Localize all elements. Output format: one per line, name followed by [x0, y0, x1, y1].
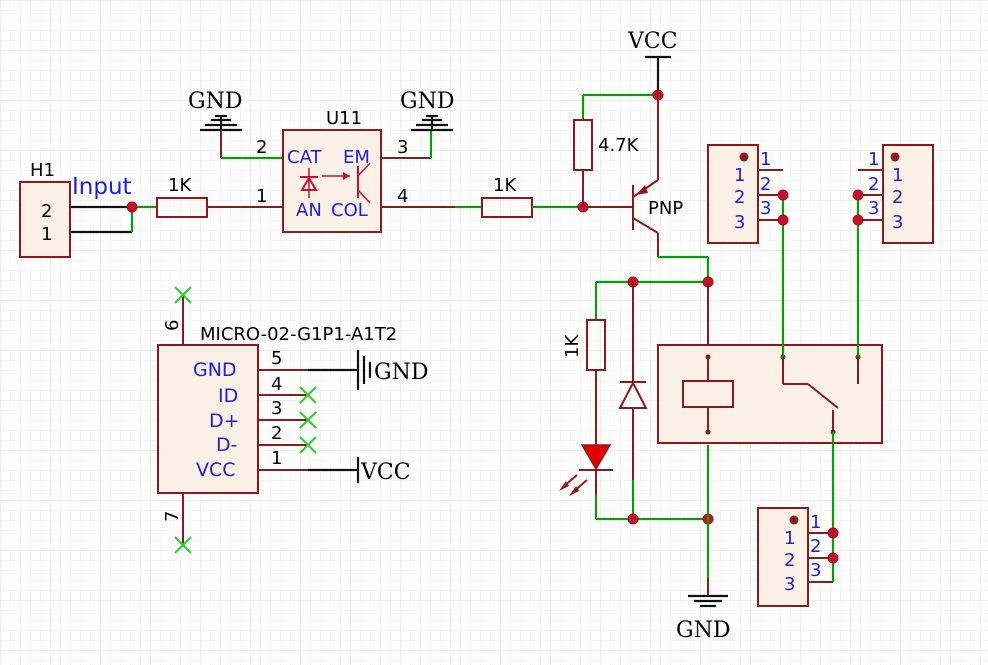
h1-connector[interactable]: H1 2 1: [19, 160, 134, 258]
usb-pin-num-4: 4: [271, 374, 282, 395]
usb-pin-num-1: 1: [271, 448, 282, 469]
header-right[interactable]: 1 2 3 1 2 3: [858, 144, 934, 244]
gnd-left-label: GND: [188, 89, 242, 114]
usb-pin-num-2: 2: [271, 423, 282, 444]
usb-pin-name-dminus: D-: [216, 434, 238, 456]
usb-part-label: MICRO-02-G1P1-A1T2: [200, 324, 397, 345]
flyback-diode[interactable]: [618, 282, 648, 480]
gnd-usb-label: GND: [374, 360, 428, 385]
micro-usb-connector[interactable]: MICRO-02-G1P1-A1T2 6 7 GND ID D+ D- VCC …: [157, 295, 397, 545]
u11-pin-num-1: 1: [256, 186, 267, 207]
gnd-symbol-bottom: GND: [676, 594, 730, 643]
header-bottom[interactable]: 1 2 3 1 2 3: [757, 507, 833, 607]
gnd-mid-label: GND: [400, 89, 454, 114]
gnd-bottom-label: GND: [676, 618, 730, 643]
vcc-symbol-top: VCC: [627, 29, 678, 95]
junction-header-bottom-2: [827, 552, 839, 564]
header-left-pin-2: 2: [734, 187, 745, 208]
header-bottom-pin-1: 1: [784, 528, 795, 549]
u11-pin-an: AN: [296, 200, 322, 221]
vcc-symbol-usb: VCC: [356, 457, 411, 485]
u11-pin-num-4: 4: [397, 186, 408, 207]
header-right-num-1: 1: [868, 149, 879, 170]
h1-ref-label: H1: [30, 160, 55, 181]
usb-pin-num-3: 3: [271, 398, 282, 419]
vcc-top-label: VCC: [627, 29, 678, 54]
junction-header-right-2: [852, 189, 864, 201]
indicator-led[interactable]: [559, 444, 613, 496]
header-right-num-2: 2: [868, 174, 879, 195]
led-resistor-value: 1K: [562, 334, 583, 358]
h1-pin-2: 2: [41, 201, 52, 222]
gnd-symbol-left: GND: [188, 89, 285, 160]
header-right-num-3: 3: [868, 198, 879, 219]
usb-pin-7: 7: [162, 511, 183, 522]
u11-pin-cat: CAT: [287, 147, 322, 168]
header-left-num-2: 2: [760, 174, 771, 195]
header-bottom-num-1: 1: [810, 512, 821, 533]
junction-input: [126, 201, 138, 213]
optocoupler-u11[interactable]: U11 2 1 3 4 CAT AN EM COL: [256, 108, 408, 233]
header-left-pin-1: 1: [734, 165, 745, 186]
junction-header-left-2: [777, 189, 789, 201]
usb-pin-name-dplus: D+: [209, 410, 240, 432]
pullup-resistor-value: 4.7K: [598, 135, 640, 156]
usb-pin-name-gnd: GND: [193, 359, 237, 381]
u11-pin-num-2: 2: [256, 137, 267, 158]
header-left-num-1: 1: [760, 149, 771, 170]
junction-header-left-3: [777, 214, 789, 226]
header-left[interactable]: 1 2 3 1 2 3: [707, 144, 783, 244]
junction-diode-bottom: [627, 513, 639, 525]
gnd-symbol-mid: GND: [400, 89, 454, 132]
header-right-pin-3: 3: [892, 212, 903, 233]
header-bottom-pin-3: 3: [784, 574, 795, 595]
junction-header-right-3: [852, 214, 864, 226]
base-resistor-value: 1K: [493, 175, 517, 196]
u11-pin-em: EM: [343, 147, 370, 168]
u11-pin-col: COL: [331, 200, 368, 221]
header-left-pin-3: 3: [734, 212, 745, 233]
u11-pin-num-3: 3: [397, 137, 408, 158]
usb-pin-num-5: 5: [271, 348, 282, 369]
usb-pin-name-id: ID: [218, 385, 238, 407]
junction-header-bottom-1: [827, 527, 839, 539]
u11-ref-label: U11: [326, 108, 362, 129]
relay[interactable]: [657, 344, 883, 444]
header-left-num-3: 3: [760, 198, 771, 219]
usb-pin-6: 6: [162, 320, 183, 331]
header-bottom-num-3: 3: [810, 560, 821, 581]
no-connect-marker: [299, 436, 317, 454]
no-connect-marker: [174, 286, 192, 304]
input-net-label: Input: [72, 174, 132, 200]
header-right-pin-2: 2: [892, 187, 903, 208]
no-connect-marker: [299, 386, 317, 404]
no-connect-marker: [299, 411, 317, 429]
pnp-label: PNP: [648, 198, 683, 219]
header-bottom-pin-2: 2: [784, 550, 795, 571]
input-resistor-value: 1K: [168, 175, 192, 196]
header-bottom-num-2: 2: [810, 536, 821, 557]
h1-pin-1: 1: [41, 224, 52, 245]
no-connect-marker: [174, 536, 192, 554]
pnp-transistor[interactable]: PNP: [632, 95, 683, 257]
header-right-pin-1: 1: [892, 165, 903, 186]
vcc-usb-label: VCC: [360, 460, 411, 485]
gnd-symbol-usb: GND: [356, 350, 428, 390]
usb-pin-name-vcc: VCC: [196, 459, 236, 481]
